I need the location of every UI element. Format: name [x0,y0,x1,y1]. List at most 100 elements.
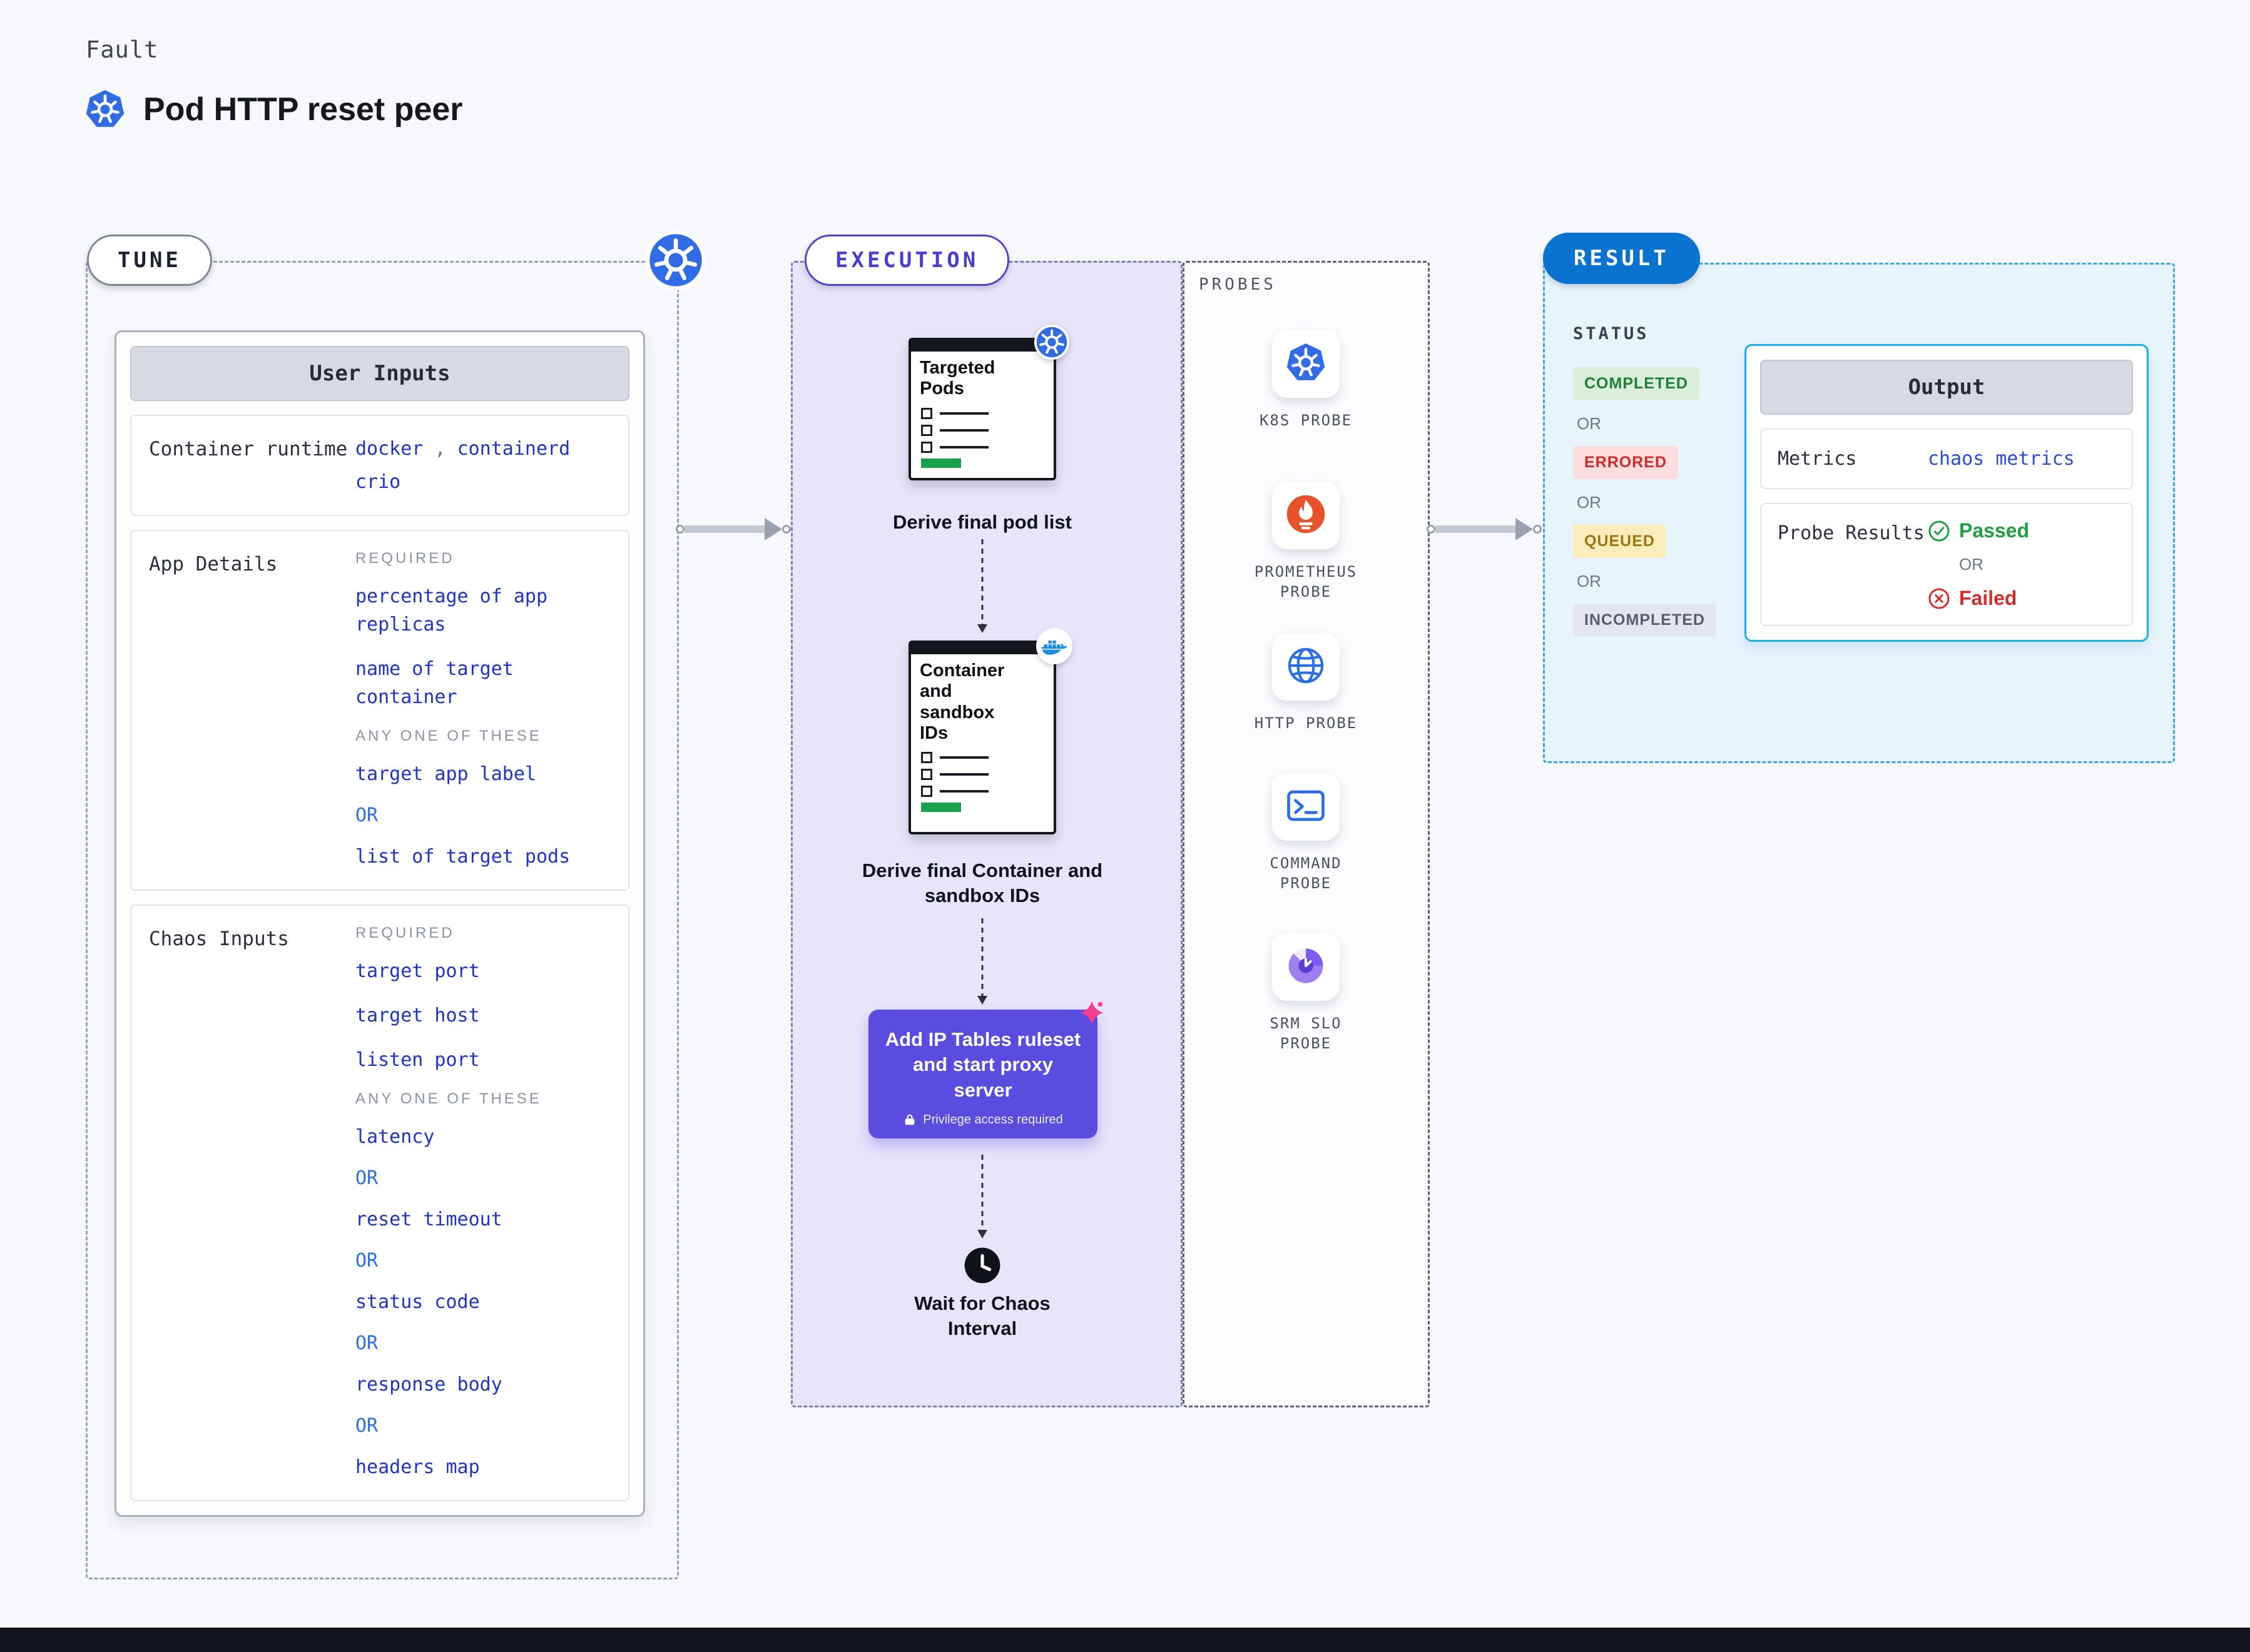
container-sandbox-title: Container and sandbox IDs [920,661,1005,744]
docker-icon [1036,628,1072,664]
line-glyph [940,756,989,759]
probe-label: HTTP PROBE [1254,714,1358,732]
container-runtime-values: docker , containerd crio [355,435,611,496]
globe-icon [1285,645,1326,689]
action-text: Add IP Tables ruleset and start proxy se… [885,1028,1081,1101]
progress-bar [921,458,961,468]
kubernetes-icon [1285,342,1326,387]
kubernetes-icon [644,229,707,291]
runtime-values-line: docker , containerd [355,435,611,463]
checkbox-glyph [921,424,932,436]
probe-results-values: Passed OR Failed [1928,519,2029,610]
step-caption: Wait for Chaos Interval [914,1292,1051,1340]
checklist-item [921,441,1044,453]
kubernetes-icon [84,89,126,130]
status-badge-queued: QUEUED [1573,525,1666,558]
checkbox-glyph [921,769,932,781]
output-panel: Output Metrics chaos metrics Probe Resul… [1744,344,2149,642]
page-title: Pod HTTP reset peer [143,91,463,128]
status-badge-errored: ERRORED [1573,446,1679,479]
user-inputs-panel: User Inputs Container runtime docker , c… [115,330,645,1517]
app-details-section: App Details REQUIRED percentage of app r… [130,530,629,891]
flow-connector-arrow [975,1155,990,1240]
line-glyph [940,428,989,432]
chaos-inputs-label: Chaos Inputs [149,928,289,950]
required-input: target port [355,960,480,982]
chaos-inputs-section: Chaos Inputs REQUIRED target port target… [130,905,629,1501]
progress-bar [921,803,961,813]
checkbox-glyph [921,752,932,764]
kubernetes-icon [1034,324,1070,360]
step-caption: Derive final pod list [893,511,1072,533]
privilege-note: Privilege access required [885,1113,1081,1127]
status-title: STATUS [1573,324,1649,343]
optional-input: reset timeout [355,1209,502,1230]
tune-section-label: TUNE [87,235,212,286]
checklist-item [921,769,1044,781]
execution-section-label: EXECUTION [805,235,1010,286]
x-circle-icon [1928,588,1950,609]
terminal-icon [1285,785,1326,829]
flow-connector-arrow [975,918,990,1006]
app-details-values: REQUIRED percentage of app replicas name… [355,550,611,871]
probe-label: K8S PROBE [1259,412,1353,429]
any-one-label: ANY ONE OF THESE [355,1090,542,1107]
pie-chart-icon [1285,945,1326,990]
srm-slo-probe-tile [1272,933,1340,1001]
probe-results-row: Probe Results Passed OR Failed [1760,503,2133,626]
bottom-bar [0,1628,2250,1652]
chaos-inputs-values: REQUIRED target port target host listen … [355,925,611,1481]
checklist-item [921,407,1044,419]
or-label: OR [1959,555,1983,574]
step-caption: Derive final Container and sandbox IDs [862,859,1103,907]
targeted-pods-card: Targeted Pods [909,324,1070,480]
optional-input: response body [355,1374,502,1396]
metrics-row: Metrics chaos metrics [1760,428,2133,489]
status-column: STATUS COMPLETED OR ERRORED OR QUEUED OR… [1573,324,1736,648]
lock-icon [903,1113,917,1127]
optional-input: headers map [355,1456,480,1478]
runtime-value: crio [355,471,401,493]
any-one-label: ANY ONE OF THESE [355,727,542,744]
or-label: OR [355,1332,379,1354]
or-label: OR [355,1415,379,1437]
command-probe-tile [1272,773,1340,841]
or-label: OR [1577,414,1601,433]
checkbox-glyph [921,786,932,798]
container-runtime-row: Container runtime docker , containerd cr… [130,415,629,516]
optional-input: latency [355,1126,435,1148]
page-title-row: Pod HTTP reset peer [84,89,463,130]
http-probe-tile [1272,633,1340,701]
line-glyph [940,445,989,448]
container-runtime-label: Container runtime [149,438,348,460]
checklist-item [921,752,1044,764]
prometheus-probe-tile [1272,482,1340,549]
prometheus-icon [1285,494,1326,538]
status-badge-completed: COMPLETED [1573,367,1699,400]
optional-input: target app label [355,763,536,785]
required-input: name of target container [355,658,514,708]
checkbox-glyph [921,407,932,419]
metrics-label: Metrics [1778,448,1857,470]
probe-label: PROMETHEUS PROBE [1254,563,1358,601]
check-circle-icon [1928,520,1950,541]
or-label: OR [355,1250,379,1272]
probe-results-label: Probe Results [1778,522,1925,544]
required-label: REQUIRED [355,925,455,941]
required-input: target host [355,1005,480,1026]
privilege-note-text: Privilege access required [923,1112,1063,1127]
metrics-value: chaos metrics [1928,448,2075,470]
probes-title: PROBES [1199,275,1276,294]
app-details-label: App Details [149,553,278,575]
optional-input: status code [355,1291,480,1313]
or-label: OR [355,804,379,826]
failed-label: Failed [1959,587,2017,609]
fault-eyebrow: Fault [86,36,159,63]
passed-label: Passed [1959,519,2030,542]
k8s-probe-tile [1272,330,1340,398]
separator: , [434,438,446,460]
status-badge-incompleted: INCOMPLETED [1573,604,1716,637]
checklist-item [921,786,1044,798]
failed-row: Failed [1928,587,2029,610]
